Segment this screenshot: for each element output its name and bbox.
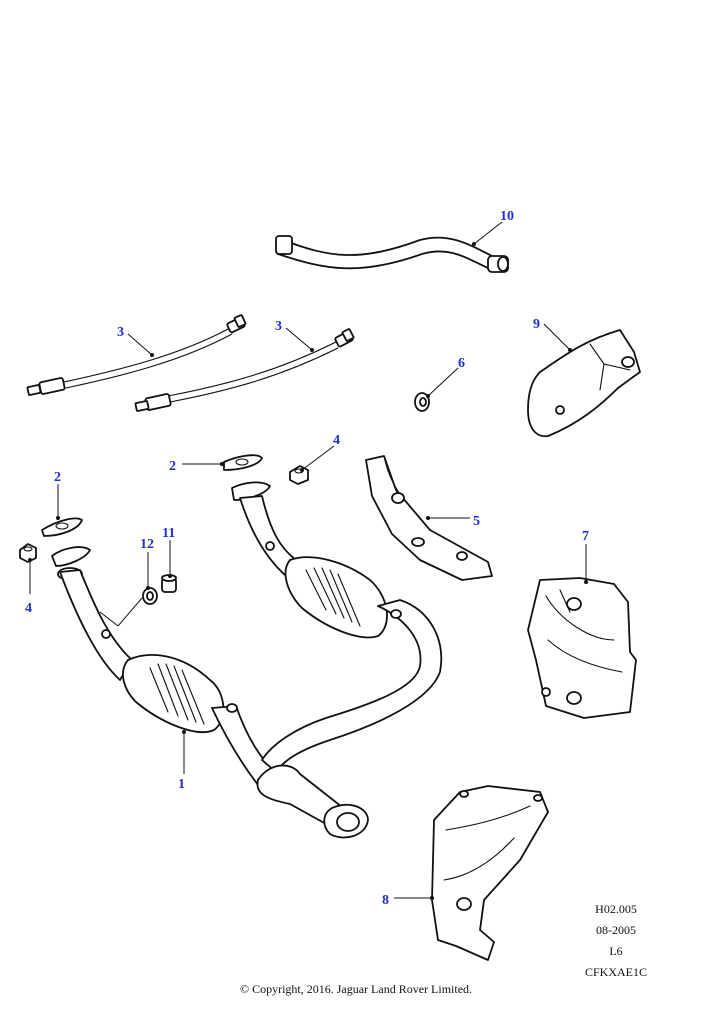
callout-11: 11 — [162, 526, 175, 541]
callout-1: 1 — [178, 777, 185, 792]
converter-right-ribs — [305, 567, 361, 627]
callout-7: 7 — [582, 529, 589, 544]
part-7-heat-shield — [527, 577, 637, 719]
part-4-nut-lower — [19, 543, 37, 563]
part-3-sensor-left — [26, 314, 247, 396]
callout-4-upper: 4 — [333, 433, 340, 448]
part-2-gasket-lower — [41, 517, 83, 537]
callout-3-left: 3 — [117, 325, 124, 340]
catalog-code: CFKXAE1C — [584, 965, 647, 979]
part-4-nut-upper — [289, 465, 309, 485]
part-12-sensor-plug — [142, 587, 158, 605]
callout-8: 8 — [382, 893, 389, 908]
callout-4-lower: 4 — [25, 601, 32, 616]
callout-6: 6 — [458, 356, 465, 371]
part-10-pipe — [275, 235, 509, 273]
issue-date: 08-2005 — [596, 923, 636, 937]
leader-lines — [28, 221, 588, 900]
part-1-catalytic-converter-assembly — [51, 481, 443, 839]
copyright-notice: © Copyright, 2016. Jaguar Land Rover Lim… — [239, 982, 473, 996]
part-9-heat-shield — [527, 329, 641, 438]
part-6-clip — [414, 392, 430, 412]
part-5-bracket — [365, 455, 493, 581]
callout-12: 12 — [140, 537, 154, 552]
reference-code: H02.005 — [595, 902, 637, 916]
callout-10: 10 — [500, 209, 514, 224]
part-2-gasket-upper — [223, 454, 263, 471]
callout-5: 5 — [473, 514, 480, 529]
callout-2-upper: 2 — [169, 459, 176, 474]
part-8-heat-shield — [431, 785, 549, 961]
callout-9: 9 — [533, 317, 540, 332]
level-code: L6 — [609, 944, 623, 958]
callout-labels: 10 3 3 6 9 2 4 2 4 5 7 12 11 1 8 — [25, 209, 589, 908]
callout-2-lower: 2 — [54, 470, 61, 485]
callout-3-right: 3 — [275, 319, 282, 334]
part-3-sensor-right — [134, 328, 355, 412]
part-11-sensor-plug — [161, 574, 177, 593]
converter-left-ribs — [149, 663, 205, 725]
